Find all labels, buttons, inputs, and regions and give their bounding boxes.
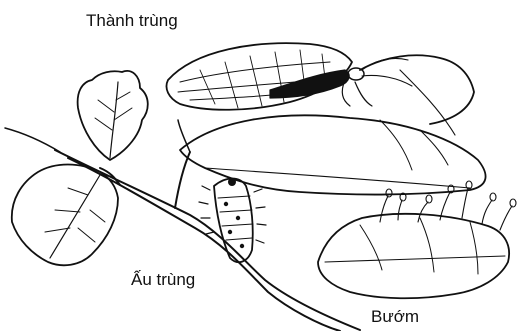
adult-lacewing xyxy=(167,43,413,110)
label-adult: Thành trùng xyxy=(86,12,178,29)
branch xyxy=(5,120,360,331)
stalked-eggs xyxy=(380,181,516,230)
leaf-lower-left xyxy=(12,165,118,266)
label-eggs: Bướm xyxy=(371,308,419,325)
label-larva: Ấu trùng xyxy=(131,271,195,288)
leaf-upper-left xyxy=(78,71,148,160)
leaf-lower-right xyxy=(318,214,509,298)
